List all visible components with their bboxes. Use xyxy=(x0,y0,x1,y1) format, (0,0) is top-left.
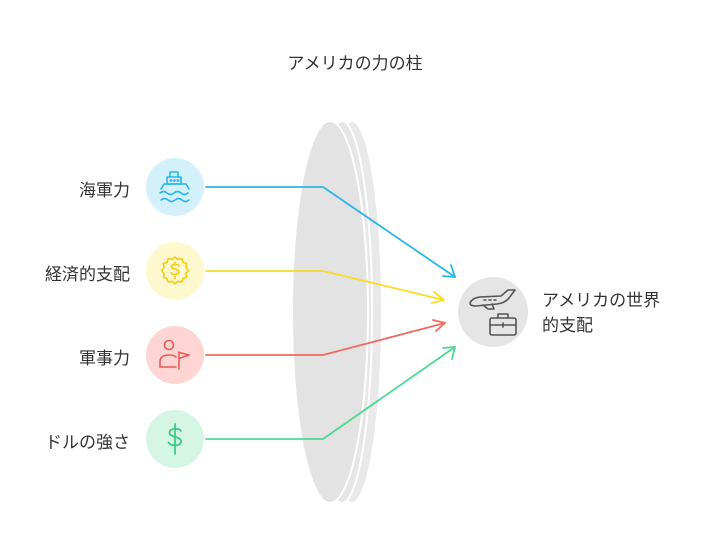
pillar-node-economic xyxy=(146,242,204,300)
outcome-label-line1: アメリカの世界 xyxy=(542,291,661,311)
pillar-node-dollar xyxy=(146,410,204,468)
lens-front xyxy=(291,120,369,504)
connector-military-arrow xyxy=(432,319,446,332)
connector-economic xyxy=(205,270,445,301)
ship-icon xyxy=(159,171,190,203)
outcome-label: アメリカの世界 的支配 xyxy=(542,289,702,339)
pillar-node-naval xyxy=(146,158,204,216)
dollar-icon xyxy=(167,423,182,455)
pillar-node-military xyxy=(146,326,204,384)
connector-dollar-arrow xyxy=(442,346,456,360)
pillar-label-dollar: ドルの強さ xyxy=(45,433,130,453)
pillar-label-military: 軍事力 xyxy=(79,349,130,369)
plane-briefcase-icon xyxy=(469,289,517,336)
connector-economic-arrow xyxy=(431,291,445,304)
connector-military xyxy=(205,322,446,356)
outcome-node xyxy=(458,277,528,347)
lens-shape xyxy=(291,120,383,504)
pillar-label-economic: 経済的支配 xyxy=(45,265,130,285)
pillar-label-naval: 海軍力 xyxy=(79,181,130,201)
connector-naval-arrow xyxy=(442,264,456,278)
connector-naval xyxy=(205,186,456,278)
diagram-title: アメリカの力の柱 xyxy=(287,54,423,74)
soldier-flag-icon xyxy=(159,339,190,370)
outcome-label-line2: 的支配 xyxy=(542,316,593,336)
connector-dollar xyxy=(205,346,456,440)
coin-icon xyxy=(160,256,190,285)
